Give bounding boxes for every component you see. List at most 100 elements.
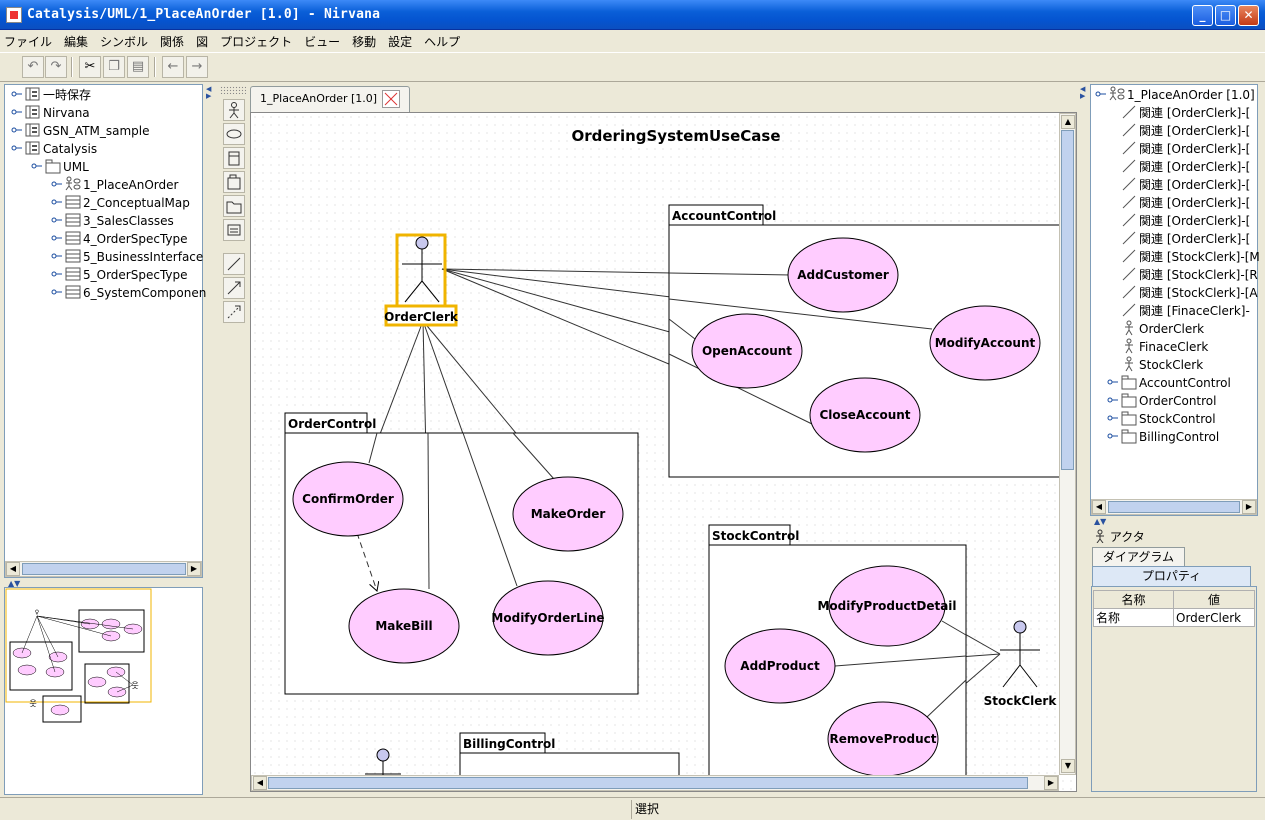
menu-help[interactable]: ヘルプ [424, 35, 461, 49]
package-tool-icon[interactable] [223, 171, 245, 193]
association-tool-icon[interactable] [223, 253, 245, 275]
menu-move[interactable]: 移動 [352, 35, 377, 49]
tree-expand-toggle-icon[interactable] [51, 196, 65, 214]
package-order-control[interactable]: OrderControl [284, 412, 639, 695]
usecase-close-account[interactable]: CloseAccount [809, 377, 921, 453]
tree-item[interactable]: 4_OrderSpecType [51, 230, 188, 248]
note-tool-icon[interactable] [223, 219, 245, 241]
usecase-open-account[interactable]: OpenAccount [691, 313, 803, 389]
tree-expand-toggle-icon[interactable] [51, 286, 65, 304]
property-value-cell[interactable]: OrderClerk [1173, 608, 1255, 627]
horizontal-scrollbar[interactable]: ◀ ▶ [5, 561, 202, 577]
tree-item[interactable]: 関連 [OrderClerk]-[ [1107, 122, 1250, 140]
tree-expand-toggle-icon[interactable] [51, 178, 65, 196]
tree-item[interactable]: BillingControl [1107, 428, 1219, 446]
tree-expand-toggle-icon[interactable] [1107, 394, 1121, 412]
tree-item[interactable]: 関連 [FinaceClerk]- [1107, 302, 1250, 320]
directed-association-tool-icon[interactable] [223, 277, 245, 299]
scroll-left-icon[interactable]: ◀ [253, 776, 267, 790]
usecase-confirm-order[interactable]: ConfirmOrder [292, 461, 404, 537]
tab-diagram[interactable]: ダイアグラム [1092, 547, 1185, 567]
tree-expand-toggle-icon[interactable] [11, 142, 25, 160]
tree-item[interactable]: 2_ConceptualMap [51, 194, 190, 212]
menu-file[interactable]: ファイル [4, 35, 53, 49]
tree-item[interactable]: 関連 [StockClerk]-[R [1107, 266, 1258, 284]
scroll-thumb[interactable] [22, 563, 186, 575]
tree-item[interactable]: Catalysis [11, 140, 97, 158]
tree-item[interactable]: 6_SystemComponent [51, 284, 211, 302]
folder-tool-icon[interactable] [223, 195, 245, 217]
tree-item[interactable]: UML [31, 158, 89, 176]
forward-arrow-icon[interactable]: → [186, 56, 208, 78]
usecase-make-bill[interactable]: MakeBill [348, 588, 460, 664]
vertical-splitter[interactable]: ◀▶ [206, 84, 214, 794]
property-row[interactable]: 名称 OrderClerk [1093, 608, 1255, 627]
tree-expand-toggle-icon[interactable] [1107, 430, 1121, 448]
tree-expand-toggle-icon[interactable] [11, 88, 25, 106]
tree-item[interactable]: AccountControl [1107, 374, 1231, 392]
undo-icon[interactable]: ↶ [22, 56, 44, 78]
usecase-add-customer[interactable]: AddCustomer [787, 237, 899, 313]
menu-edit[interactable]: 編集 [64, 35, 89, 49]
tree-item[interactable]: 5_BusinessInterface [51, 248, 203, 266]
redo-icon[interactable]: ↷ [45, 56, 67, 78]
maximize-button[interactable]: □ [1215, 5, 1236, 26]
split-divider-arrows[interactable]: ▲▼ [8, 579, 21, 588]
tree-item[interactable]: 5_OrderSpecType [51, 266, 188, 284]
tree-expand-toggle-icon[interactable] [51, 250, 65, 268]
tree-item[interactable]: FinaceClerk [1107, 338, 1208, 356]
canvas-vertical-scrollbar[interactable]: ▲ ▼ [1059, 113, 1076, 775]
palette-grip[interactable] [220, 86, 246, 94]
overview-thumbnail[interactable]: ♀ 웃 웃 [5, 588, 202, 794]
copy-icon[interactable]: ❐ [103, 56, 125, 78]
tree-item[interactable]: StockClerk [1107, 356, 1203, 374]
tree-expand-toggle-icon[interactable] [31, 160, 45, 178]
usecase-add-product[interactable]: AddProduct [724, 628, 836, 704]
scroll-up-icon[interactable]: ▲ [1061, 115, 1075, 129]
tree-expand-toggle-icon[interactable] [51, 214, 65, 232]
tab-1-placeanorder[interactable]: 1_PlaceAnOrder [1.0] [250, 86, 410, 112]
tree-item[interactable]: 関連 [OrderClerk]-[ [1107, 194, 1250, 212]
scroll-thumb[interactable] [268, 777, 1028, 789]
cut-icon[interactable]: ✂ [79, 56, 101, 78]
tree-expand-toggle-icon[interactable] [11, 124, 25, 142]
tree-expand-toggle-icon[interactable] [1107, 412, 1121, 430]
canvas-horizontal-scrollbar[interactable]: ◀ ▶ [251, 775, 1059, 791]
tree-item[interactable]: 関連 [OrderClerk]-[ [1107, 230, 1250, 248]
tree-item[interactable]: OrderClerk [1107, 320, 1204, 338]
vertical-splitter[interactable]: ◀▶ [1080, 84, 1088, 794]
tree-item[interactable]: 関連 [StockClerk]-[A [1107, 284, 1258, 302]
back-arrow-icon[interactable]: ← [162, 56, 184, 78]
actor-finace-clerk[interactable] [365, 748, 401, 778]
tab-close-icon[interactable] [382, 90, 400, 108]
usecase-modify-product-detail[interactable]: ModifyProductDetail [817, 565, 957, 647]
tree-expand-toggle-icon[interactable] [51, 268, 65, 286]
usecase-modify-account[interactable]: ModifyAccount [929, 305, 1041, 381]
menu-diagram[interactable]: 図 [196, 35, 209, 49]
class-tool-icon[interactable] [223, 147, 245, 169]
tree-item[interactable]: 一時保存 [11, 86, 91, 104]
tree-item[interactable]: GSN_ATM_sample [11, 122, 149, 140]
scroll-left-icon[interactable]: ◀ [1092, 500, 1106, 514]
scroll-down-icon[interactable]: ▼ [1061, 759, 1075, 773]
usecase-tool-icon[interactable] [223, 123, 245, 145]
menu-project[interactable]: プロジェクト [220, 35, 293, 49]
tree-item[interactable]: 関連 [OrderClerk]-[ [1107, 140, 1250, 158]
tree-expand-toggle-icon[interactable] [51, 232, 65, 250]
tree-item[interactable]: 関連 [OrderClerk]-[ [1107, 104, 1250, 122]
actor-order-clerk[interactable]: OrderClerk [384, 233, 459, 327]
menu-relation[interactable]: 関係 [160, 35, 185, 49]
tree-expand-toggle-icon[interactable] [11, 106, 25, 124]
usecase-modify-order-line[interactable]: ModifyOrderLine [491, 580, 605, 656]
menu-symbol[interactable]: シンボル [100, 35, 149, 49]
tree-expand-toggle-icon[interactable] [1107, 376, 1121, 394]
tree-item[interactable]: 関連 [StockClerk]-[M [1107, 248, 1260, 266]
horizontal-scrollbar[interactable]: ◀ ▶ [1091, 499, 1257, 515]
paste-icon[interactable]: ▤ [127, 56, 149, 78]
package-billing-control[interactable]: BillingControl [459, 732, 680, 778]
diagram-canvas[interactable]: OrderingSystemUseCase AccountControl Ord… [250, 112, 1077, 792]
tree-expand-toggle-icon[interactable] [1095, 88, 1109, 106]
tree-item[interactable]: 3_SalesClasses [51, 212, 174, 230]
scroll-thumb[interactable] [1061, 130, 1074, 470]
tree-item[interactable]: 関連 [OrderClerk]-[ [1107, 212, 1250, 230]
